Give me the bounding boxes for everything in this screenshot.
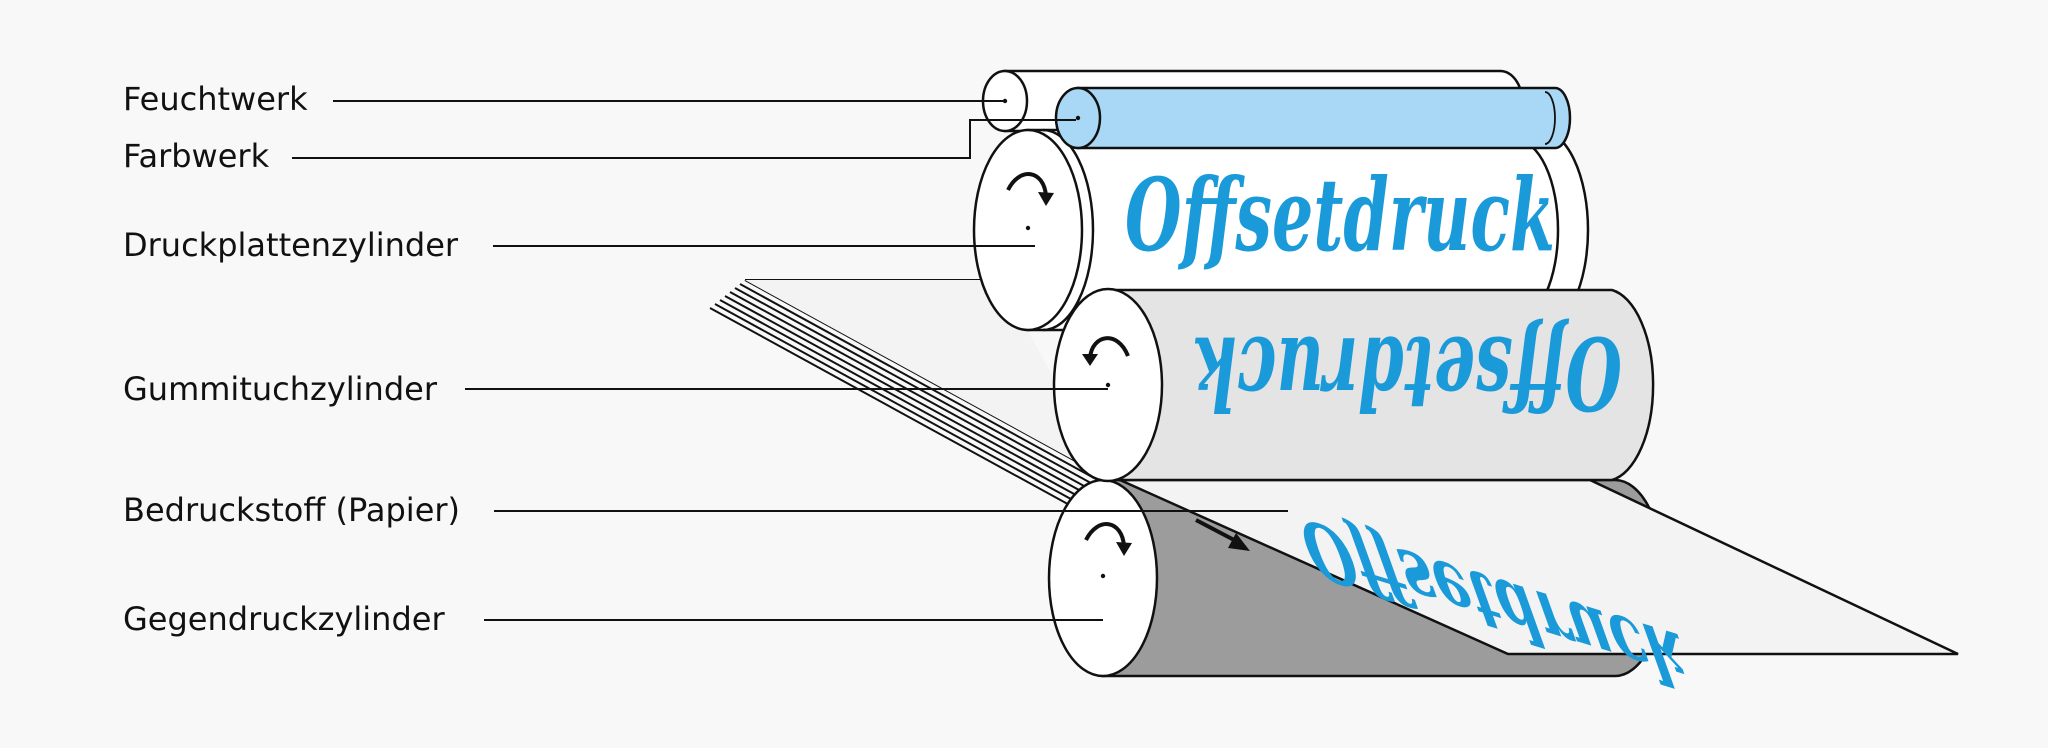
label-bedruckstoff: Bedruckstoff (Papier) xyxy=(123,491,460,529)
label-druckplattenzylinder: Druckplattenzylinder xyxy=(123,226,459,264)
plate-cylinder: Offsetdruck xyxy=(972,128,1590,332)
impression-cylinder-face xyxy=(1047,478,1159,678)
label-farbwerk: Farbwerk xyxy=(123,137,270,175)
plate-cylinder-text: Offsetdruck xyxy=(1125,156,1555,274)
leader-farbwerk xyxy=(292,119,1076,159)
paper-direction-arrow-icon xyxy=(1195,518,1250,551)
paper-stack-top xyxy=(745,280,1110,480)
label-feuchtwerk: Feuchtwerk xyxy=(123,80,308,118)
label-gegendruckzylinder: Gegendruckzylinder xyxy=(123,600,445,638)
leader-lines xyxy=(292,100,1288,621)
ink-roller xyxy=(1054,86,1572,150)
clockwise-arrow-icon xyxy=(1006,172,1054,206)
clockwise-arrow-icon xyxy=(1084,522,1132,556)
blanket-cylinder: Offsetdruck xyxy=(1052,287,1655,483)
counterclockwise-arrow-icon xyxy=(1082,336,1130,366)
paper-stack xyxy=(709,279,1111,509)
label-gummituchzylinder: Gummituchzylinder xyxy=(123,370,438,408)
blanket-cylinder-text: Offsetdruck xyxy=(1192,314,1622,432)
